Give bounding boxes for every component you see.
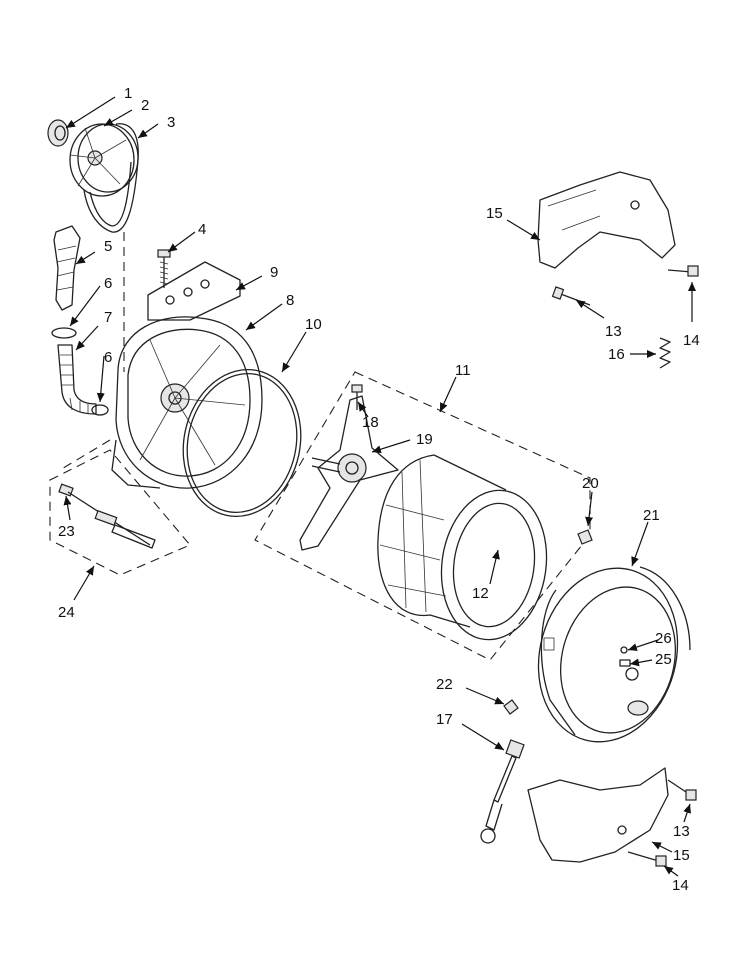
part-14-lower-bolt	[627, 851, 667, 867]
part-18-bolt	[351, 384, 363, 410]
part-5-hose	[53, 225, 81, 311]
callout-4: 4	[198, 221, 206, 238]
part-16-spring	[659, 337, 671, 369]
callout-8: 8	[286, 292, 294, 309]
callout-3: 3	[167, 114, 175, 131]
part-14-upper-bolt	[667, 265, 699, 277]
guide-lines	[59, 232, 125, 471]
callout-13b: 13	[673, 823, 690, 840]
callout-17: 17	[436, 711, 453, 728]
part-20-clip	[577, 529, 593, 545]
callout-labels: 1 2 3 4 5 6 6 7 8 9 10 11 12 13 13 14 14…	[58, 85, 700, 894]
part-12-basket	[377, 454, 548, 641]
part-13-upper-bolt	[551, 286, 591, 306]
part-22-clip	[503, 699, 519, 715]
callout-7: 7	[104, 309, 112, 326]
callout-24: 24	[58, 604, 75, 621]
part-17-damper	[480, 739, 525, 844]
callout-13a: 13	[605, 323, 622, 340]
callout-2: 2	[141, 97, 149, 114]
callout-6b: 6	[104, 349, 112, 366]
callout-22: 22	[436, 676, 453, 693]
callout-14b: 14	[672, 877, 689, 894]
callout-10: 10	[305, 316, 322, 333]
callout-1: 1	[124, 85, 132, 102]
part-15-upper-counterweight	[537, 171, 676, 269]
part-10-seal-ring	[182, 368, 302, 518]
callout-9: 9	[270, 264, 278, 281]
part-9-bracket	[147, 261, 241, 321]
callout-11: 11	[455, 362, 471, 379]
callout-15a: 15	[486, 205, 503, 222]
callout-15b: 15	[673, 847, 690, 864]
callout-21: 21	[643, 507, 660, 524]
callout-19: 19	[416, 431, 433, 448]
callout-14a: 14	[683, 332, 700, 349]
callout-12: 12	[472, 585, 489, 602]
callout-16: 16	[608, 346, 625, 363]
part-1-nut	[47, 119, 69, 147]
callout-6a: 6	[104, 275, 112, 292]
part-19-spider	[299, 395, 399, 551]
part-21-front-tub	[537, 566, 691, 743]
part-6-clamp-lower	[91, 404, 109, 416]
group-24-box	[49, 449, 191, 576]
part-7-drain-hose	[57, 344, 97, 415]
callout-26: 26	[655, 630, 672, 647]
part-13-lower-bolt	[667, 779, 697, 801]
callout-23: 23	[58, 523, 75, 540]
part-23-heater	[58, 483, 156, 549]
leader-lines	[63, 96, 696, 877]
part-8-rear-tub	[111, 316, 263, 489]
part-6-clamp-upper	[51, 327, 77, 339]
callout-20: 20	[582, 475, 599, 492]
group-11-box	[254, 371, 591, 661]
part-3-belt	[83, 123, 139, 233]
callout-18: 18	[362, 414, 379, 431]
callout-5: 5	[104, 238, 112, 255]
part-15-lower-counterweight	[527, 767, 669, 863]
part-4-bolt	[157, 249, 171, 288]
part-2-pulley	[69, 123, 139, 197]
callout-25: 25	[655, 651, 672, 668]
